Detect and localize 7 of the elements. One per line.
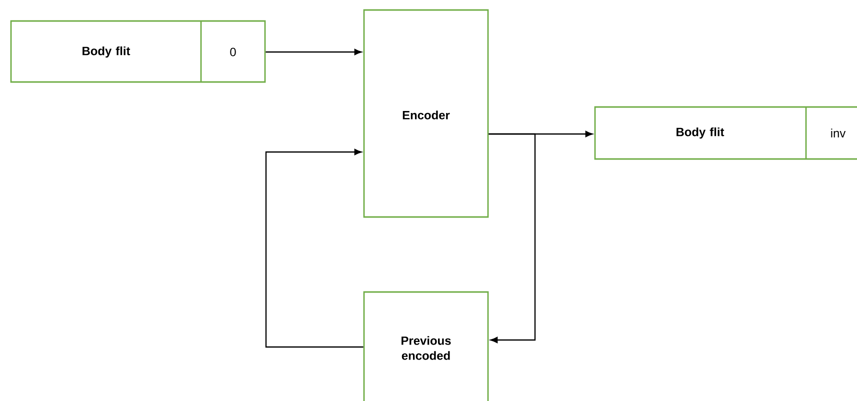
block-box: Previous encoded — [363, 291, 489, 401]
arrow — [488, 133, 536, 344]
block-box: Encoder — [363, 9, 489, 218]
arrow — [266, 48, 362, 56]
arrow — [265, 148, 364, 348]
flit-box: Body flit inv — [594, 106, 857, 160]
flit-box: Body flit 0 — [10, 20, 266, 83]
